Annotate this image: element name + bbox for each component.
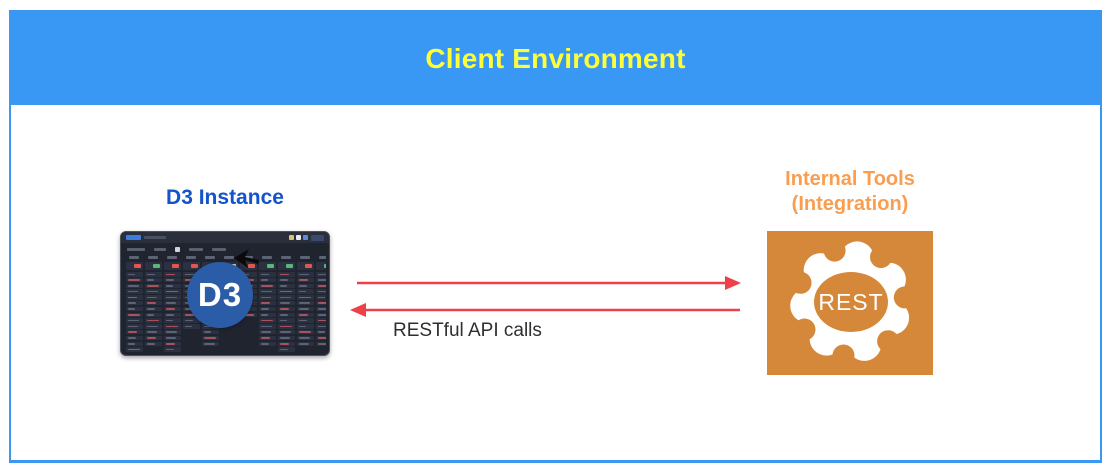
mini-nav-item: [189, 247, 203, 251]
internal-tools-label-line2: (Integration): [791, 193, 909, 215]
mini-column: [316, 256, 326, 347]
mini-column: [259, 256, 276, 347]
mini-status-badge: [305, 264, 312, 268]
mini-nav-square: [175, 246, 180, 252]
mini-dashboard-topbar: [121, 232, 329, 243]
mini-topbar-text: [144, 236, 166, 239]
mini-nav-item: [212, 247, 226, 251]
arrow-left-head: [350, 303, 366, 317]
mini-status-badge: [324, 264, 326, 268]
mini-status-badge: [286, 264, 293, 268]
mini-column: [297, 256, 314, 347]
rest-icon-text: REST: [818, 289, 883, 315]
header-title: Client Environment: [425, 42, 686, 74]
mini-topbar-dot-yellow: [289, 235, 294, 240]
mini-topbar-user-chip: [311, 234, 324, 241]
mini-status-badge: [248, 264, 255, 268]
mini-status-badge: [267, 264, 274, 268]
mini-status-badge: [153, 264, 160, 268]
mini-nav-item: [154, 247, 166, 251]
mini-status-badge: [191, 264, 198, 268]
mini-column: [126, 256, 143, 353]
client-environment-header: Client Environment: [11, 12, 1100, 105]
d3-instance-label: D3 Instance: [166, 186, 284, 209]
cursor-icon: [234, 249, 259, 268]
mini-topbar-dot-blue: [303, 235, 308, 240]
internal-tools-label-line1: Internal Tools: [785, 168, 915, 190]
api-arrows: [350, 276, 741, 317]
d3-logo-text: D3: [197, 276, 243, 313]
mini-dashboard-navbar: [121, 244, 329, 254]
mini-status-badge: [172, 264, 179, 268]
d3-logo: D3: [187, 262, 253, 328]
d3-dashboard-screenshot: [120, 231, 330, 356]
mini-column: [278, 256, 295, 353]
mini-logo-chip: [126, 235, 141, 240]
mini-topbar-dot-white: [296, 235, 301, 240]
restful-api-calls-label: RESTful API calls: [393, 320, 542, 341]
mini-column: [145, 256, 162, 347]
rest-gear-icon: REST: [767, 231, 933, 375]
internal-tools-label: Internal Tools (Integration): [760, 167, 940, 217]
mini-status-badge: [134, 264, 141, 268]
mini-nav-item: [127, 247, 145, 251]
mini-column: [164, 256, 181, 353]
arrow-right-head: [725, 276, 741, 290]
